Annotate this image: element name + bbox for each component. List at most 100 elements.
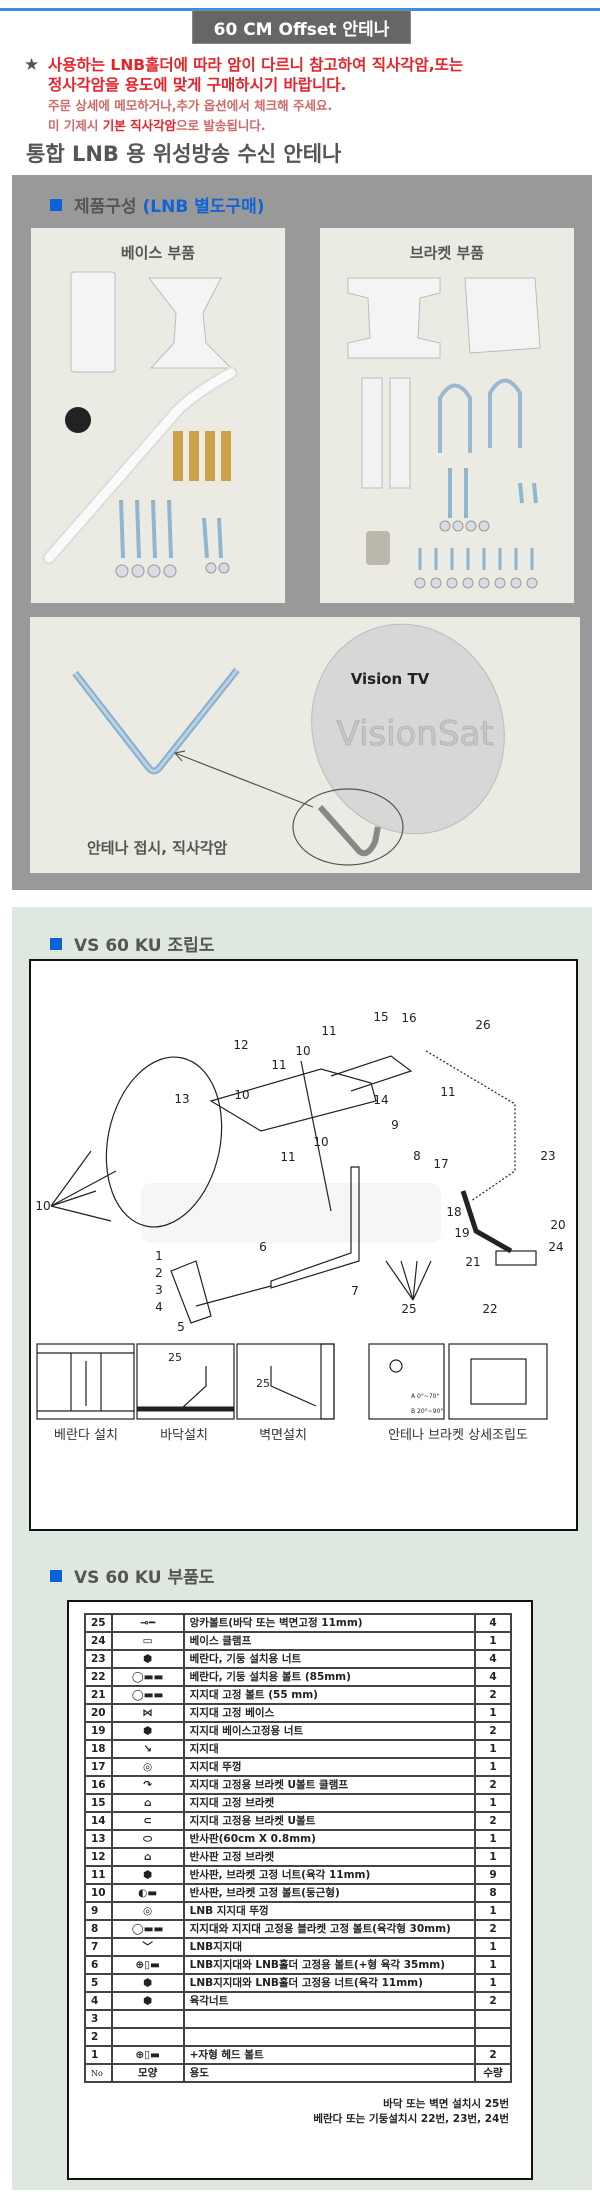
part-no: 14: [84, 1811, 113, 1831]
table-row: 5⬢LNB지지대와 LNB홀더 고정용 너트(육각 11mm)1: [84, 1973, 512, 1993]
part-desc: 반사판 고정 브라켓: [182, 1847, 477, 1867]
part-qty: 1: [474, 1703, 512, 1723]
part-qty: 1: [474, 1739, 512, 1759]
part-desc: [182, 2009, 477, 2029]
part-desc: 반사판, 브라켓 고정 너트(육각 11mm): [182, 1865, 477, 1885]
part-no: 21: [84, 1685, 113, 1705]
part-no: 13: [84, 1829, 113, 1849]
empty-shape: [110, 2009, 185, 2029]
callout-24: 24: [548, 1240, 563, 1254]
part-qty: 2: [474, 1919, 512, 1939]
lnb-arm-icon: ﹀: [110, 1937, 185, 1957]
dish: [311, 623, 505, 835]
highlight-circle: [292, 788, 404, 866]
callout-15: 15: [373, 1010, 388, 1024]
clamp-bracket: [464, 277, 541, 354]
install-note-1: 바닥 또는 벽면 설치시 25번: [383, 2098, 509, 2110]
floor-install-label: 바닥설치: [160, 1428, 208, 1443]
support-arm-icon: ↘: [110, 1739, 185, 1759]
table-row: 22◯▬▬베란다, 기둥 설치용 볼트 (85mm)4: [84, 1667, 512, 1687]
screw-icon: ⊕▯▬: [110, 2045, 185, 2065]
part-qty: [474, 2009, 512, 2029]
notice-line-4: 미 기제시 기본 직사각암으로 발송됩니다.: [48, 115, 266, 134]
part-no: 4: [84, 1991, 113, 2011]
product-subtitle: 통합 LNB 용 위성방송 수신 안테나: [26, 142, 342, 166]
u-bolt-1: [438, 383, 472, 453]
part-desc: 베란다, 기둥 설치용 볼트 (85mm): [182, 1667, 477, 1687]
cap-icon: ◎: [110, 1901, 185, 1921]
table-row: 11⬢반사판, 브라켓 고정 너트(육각 11mm)9: [84, 1865, 512, 1885]
assembly-heading: VS 60 KU 조립도: [50, 931, 214, 956]
page-title: 60 CM Offset 안테나: [192, 10, 411, 44]
part-no: 1: [84, 2045, 113, 2065]
callout-3: 3: [155, 1283, 163, 1297]
rubber-pad: [366, 531, 390, 565]
dish-outline: [105, 1056, 223, 1228]
header-qty: 수량: [474, 2063, 512, 2083]
bracket-outline: [209, 1068, 377, 1132]
part-desc: 육각너트: [182, 1991, 477, 2011]
callout-4: 4: [155, 1300, 163, 1314]
callout-7: 7: [351, 1284, 359, 1298]
part-no: 3: [84, 2009, 113, 2029]
callout-5: 5: [177, 1320, 185, 1334]
part-qty: 1: [474, 1955, 512, 1975]
part-qty: 1: [474, 1937, 512, 1957]
bolts: [119, 499, 223, 559]
table-row: 6⊕▯▬LNB지지대와 LNB홀더 고정용 볼트(+형 육각 35mm)1: [84, 1955, 512, 1975]
part-no: 6: [84, 1955, 113, 1975]
notice-line-4-post: 으로 발송됩니다.: [176, 118, 266, 133]
dish-logo-small: Vision TV: [351, 670, 430, 688]
rectangular-arm: [72, 667, 240, 775]
part-desc: 베이스 클램프: [182, 1631, 477, 1651]
callout-18: 18: [446, 1205, 461, 1219]
part-desc: LNB지지대와 LNB홀더 고정용 볼트(+형 육각 35mm): [182, 1955, 477, 1975]
screw-icon: ⊕▯▬: [110, 1955, 185, 1975]
part-desc: 반사판, 브라켓 고정 볼트(둥근형): [182, 1883, 477, 1903]
part-qty: 1: [474, 1793, 512, 1813]
callout-11: 11: [321, 1024, 336, 1038]
parts-heading: VS 60 KU 부품도: [50, 1563, 214, 1588]
part-desc: [182, 2027, 477, 2047]
callout-1: 1: [155, 1249, 163, 1263]
part-qty: 2: [474, 1685, 512, 1705]
notice-line-4-pre: 미 기제시: [48, 118, 103, 133]
base-icon: ⋈: [110, 1703, 185, 1723]
part-qty: 1: [474, 1829, 512, 1849]
part-qty: 4: [474, 1649, 512, 1669]
part-qty: 1: [474, 1973, 512, 1993]
part-qty: 2: [474, 1811, 512, 1831]
support-base-outline: [495, 1250, 537, 1266]
part-desc: 지지대 고정 볼트 (55 mm): [182, 1685, 477, 1705]
guide-line: [300, 1060, 332, 1212]
base-parts-label: 베이스 부품: [120, 244, 196, 262]
callout-13: 13: [174, 1092, 189, 1106]
mini-callout-25: 25: [168, 1351, 182, 1364]
part-no: 5: [84, 1973, 113, 1993]
callout-23: 23: [540, 1149, 555, 1163]
part-qty: 1: [474, 1847, 512, 1867]
lnb-arm-outline: [270, 1166, 360, 1289]
dish-arm: [317, 805, 381, 857]
u-bolt-icon: ⊂: [110, 1811, 185, 1831]
part-desc: LNB지지대와 LNB홀더 고정용 너트(육각 11mm): [182, 1973, 477, 1993]
callout-19: 19: [454, 1226, 469, 1240]
table-row: 13⬭반사판(60cm X 0.8mm)1: [84, 1829, 512, 1849]
bolt-icon: ◯▬▬: [110, 1667, 185, 1687]
dashed-link: [425, 1050, 516, 1202]
bolt-icon: ◯▬▬: [110, 1685, 185, 1705]
table-row: 8◯▬▬지지대와 지지대 고정용 블라켓 고정 볼트(육각형 30mm)2: [84, 1919, 512, 1939]
table-row: 10◐▬반사판, 브라켓 고정 볼트(둥근형)8: [84, 1883, 512, 1903]
part-desc: 반사판(60cm X 0.8mm): [182, 1829, 477, 1849]
nuts: [115, 562, 230, 578]
lnb-arm-link: [195, 1285, 272, 1307]
